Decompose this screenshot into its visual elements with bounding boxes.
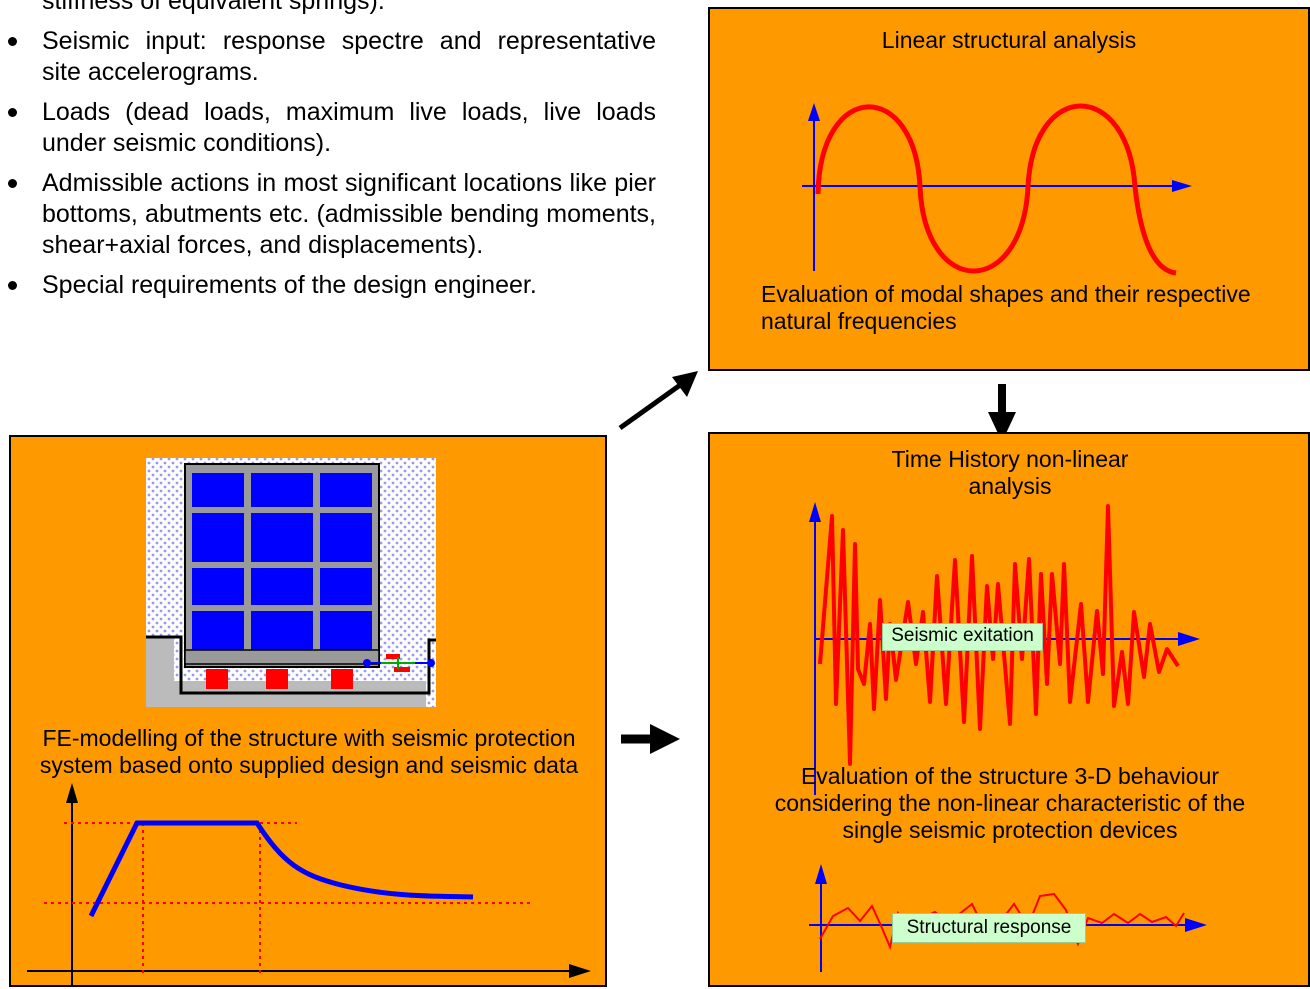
fe-model-drawing bbox=[27, 458, 591, 985]
linear-analysis-box: Linear structural analysis Evaluation of… bbox=[708, 7, 1310, 371]
axis-arrow-icon bbox=[809, 502, 821, 522]
axis-arrow-icon bbox=[1185, 918, 1207, 932]
linear-analysis-caption: Evaluation of modal shapes and their res… bbox=[761, 281, 1251, 334]
modal-axes bbox=[802, 103, 1192, 271]
list-item: Seismic input: response spectre and repr… bbox=[0, 26, 656, 88]
modal-shape-plot bbox=[802, 103, 1192, 276]
isolator bbox=[206, 669, 228, 689]
list-item: stiffness of equivalent springs). bbox=[42, 0, 385, 15]
axis-arrow-icon bbox=[808, 103, 820, 121]
bullet-icon bbox=[8, 281, 17, 290]
axis-arrow-icon bbox=[815, 864, 827, 884]
requirements-list: stiffness of equivalent springs). Seismi… bbox=[0, 0, 700, 310]
bullet-icon bbox=[8, 179, 17, 188]
seismic-excitation-label: Seismic exitation bbox=[882, 623, 1043, 651]
axis-arrow-icon bbox=[1172, 180, 1192, 192]
list-item: Admissible actions in most significant l… bbox=[0, 168, 656, 261]
fe-modelling-caption: FE-modelling of the structure with seism… bbox=[39, 725, 579, 778]
time-history-plots bbox=[809, 502, 1207, 972]
isolator bbox=[331, 669, 353, 689]
spectrum-plot bbox=[27, 783, 591, 985]
axis-arrow-icon bbox=[1178, 632, 1200, 646]
isolator bbox=[266, 669, 288, 689]
arrow-up-right-icon bbox=[618, 371, 698, 431]
building-model bbox=[146, 458, 436, 707]
structural-response-label: Structural response bbox=[892, 913, 1086, 943]
time-history-box: Time History non-linear analysis Seismic… bbox=[708, 432, 1310, 987]
spectrum-curve bbox=[88, 820, 474, 918]
axis-arrow-icon bbox=[66, 783, 78, 803]
arrow-down-icon bbox=[988, 384, 1016, 442]
axis-arrow-icon bbox=[569, 964, 591, 978]
excitation-curve bbox=[818, 504, 1180, 766]
time-history-caption: Evaluation of the structure 3-D behaviou… bbox=[774, 763, 1246, 843]
arrow-right-icon bbox=[621, 724, 680, 754]
linear-analysis-title: Linear structural analysis bbox=[881, 27, 1137, 53]
list-item: Special requirements of the design engin… bbox=[0, 270, 656, 301]
list-item: Loads (dead loads, maximum live loads, l… bbox=[0, 97, 656, 159]
bullet-icon bbox=[8, 108, 17, 117]
bullet-icon bbox=[8, 37, 17, 46]
modal-shape-curve bbox=[815, 103, 1177, 276]
time-history-title: Time History non-linear analysis bbox=[891, 446, 1129, 499]
fe-modelling-box: FE-modelling of the structure with seism… bbox=[9, 435, 607, 987]
